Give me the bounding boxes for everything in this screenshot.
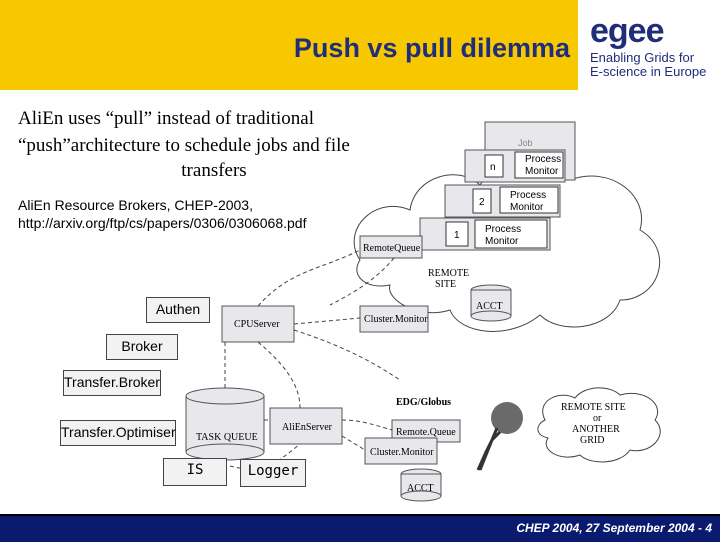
job-1-cell bbox=[445, 221, 469, 247]
process-monitor-1 bbox=[474, 219, 548, 249]
svg-text:ACCT: ACCT bbox=[407, 483, 434, 494]
cluster-monitor-top bbox=[359, 305, 429, 333]
cpu-server bbox=[221, 305, 295, 343]
pusher-figure-icon bbox=[476, 427, 502, 471]
pm-2-line2: Monitor bbox=[510, 202, 544, 213]
logo-line1: Enabling Grids for bbox=[590, 50, 695, 65]
svg-text:ACCT: ACCT bbox=[476, 301, 503, 312]
reference-line2: http://arxiv.org/ftp/cs/papers/0306/0306… bbox=[18, 215, 307, 231]
transfer-optimiser-box: Transfer.Optimiser bbox=[60, 420, 176, 446]
pm-2-line1: Process bbox=[510, 190, 546, 201]
pm-1-line2: Monitor bbox=[485, 236, 519, 247]
another-grid-line4: GRID bbox=[580, 435, 604, 446]
pm-n-line1: Process bbox=[525, 154, 561, 165]
intro-line1: AliEn uses “pull” instead of traditional bbox=[18, 108, 315, 129]
title-band bbox=[0, 0, 578, 90]
logo-word: egee bbox=[590, 12, 665, 50]
acct-bottom-cylinder: ACCT bbox=[400, 468, 442, 502]
job-n-cell bbox=[484, 154, 504, 178]
task-queue-cylinder: TASK QUEUE bbox=[185, 387, 265, 461]
footer-text: CHEP 2004, 27 September 2004 - 4 bbox=[516, 521, 712, 535]
egee-logo: egee Enabling Grids for E-science in Eur… bbox=[590, 12, 715, 84]
job-2-cell bbox=[472, 188, 492, 214]
edg-globus-label: EDG/Globus bbox=[396, 397, 451, 408]
connector-arrow bbox=[329, 257, 395, 306]
boulder-icon bbox=[491, 402, 523, 434]
svg-text:TASK QUEUE: TASK QUEUE bbox=[196, 432, 258, 443]
connector-arrow bbox=[229, 443, 301, 470]
connector-arrow bbox=[293, 329, 401, 381]
connector-arrow bbox=[257, 341, 301, 409]
cluster-monitor-bottom-label: Cluster.Monitor bbox=[370, 447, 434, 458]
cluster-monitor-bottom bbox=[364, 437, 438, 465]
authen-box: Authen bbox=[146, 297, 210, 323]
another-grid-line1: REMOTE SITE bbox=[561, 402, 626, 413]
remote-queue-top bbox=[359, 235, 423, 259]
intro-line3: transfers bbox=[181, 160, 247, 181]
pm-n-line2: Monitor bbox=[525, 166, 559, 177]
connector-arrow bbox=[341, 419, 393, 431]
another-grid-cloud bbox=[537, 387, 661, 463]
slide-footer: CHEP 2004, 27 September 2004 - 4 bbox=[0, 514, 720, 542]
job-label: Job bbox=[518, 138, 533, 148]
acct-top-cylinder: ACCT bbox=[470, 284, 512, 322]
logger-box: Logger bbox=[240, 459, 306, 487]
alien-server bbox=[269, 407, 343, 445]
another-grid-line2: or bbox=[593, 413, 602, 424]
process-monitor-2 bbox=[499, 186, 559, 214]
slide-title: Push vs pull dilemma bbox=[293, 33, 570, 63]
connector-arrow bbox=[257, 249, 361, 307]
job-1-label: 1 bbox=[454, 230, 460, 241]
connector-arrow bbox=[341, 435, 366, 451]
pm-1-line1: Process bbox=[485, 224, 521, 235]
slide-header: Push vs pull dilemma egee Enabling Grids… bbox=[0, 0, 720, 90]
alien-server-label: AliEnServer bbox=[282, 422, 333, 433]
logo-line2: E-science in Europe bbox=[590, 64, 707, 79]
job-n-label: n bbox=[490, 162, 496, 173]
transfer-broker-box: Transfer.Broker bbox=[63, 370, 161, 396]
intro-line2: “push”architecture to schedule jobs and … bbox=[18, 135, 350, 156]
connector-arrow bbox=[293, 317, 361, 325]
remote-site-line2: SITE bbox=[435, 279, 456, 290]
job-2-label: 2 bbox=[479, 197, 485, 208]
is-box: IS bbox=[163, 458, 227, 486]
another-grid-line3: ANOTHER bbox=[572, 424, 620, 435]
remote-queue-top-label: RemoteQueue bbox=[363, 243, 421, 254]
process-monitor-n bbox=[514, 151, 564, 179]
remote-queue-bottom-label: Remote.Queue bbox=[396, 427, 456, 438]
remote-site-line1: REMOTE bbox=[428, 268, 469, 279]
cluster-monitor-top-label: Cluster.Monitor bbox=[364, 314, 428, 325]
cpu-server-label: CPUServer bbox=[234, 319, 280, 330]
broker-box: Broker bbox=[106, 334, 178, 360]
reference-text: AliEn Resource Brokers, CHEP-2003, http:… bbox=[18, 196, 306, 232]
reference-line1: AliEn Resource Brokers, CHEP-2003, bbox=[18, 197, 253, 213]
